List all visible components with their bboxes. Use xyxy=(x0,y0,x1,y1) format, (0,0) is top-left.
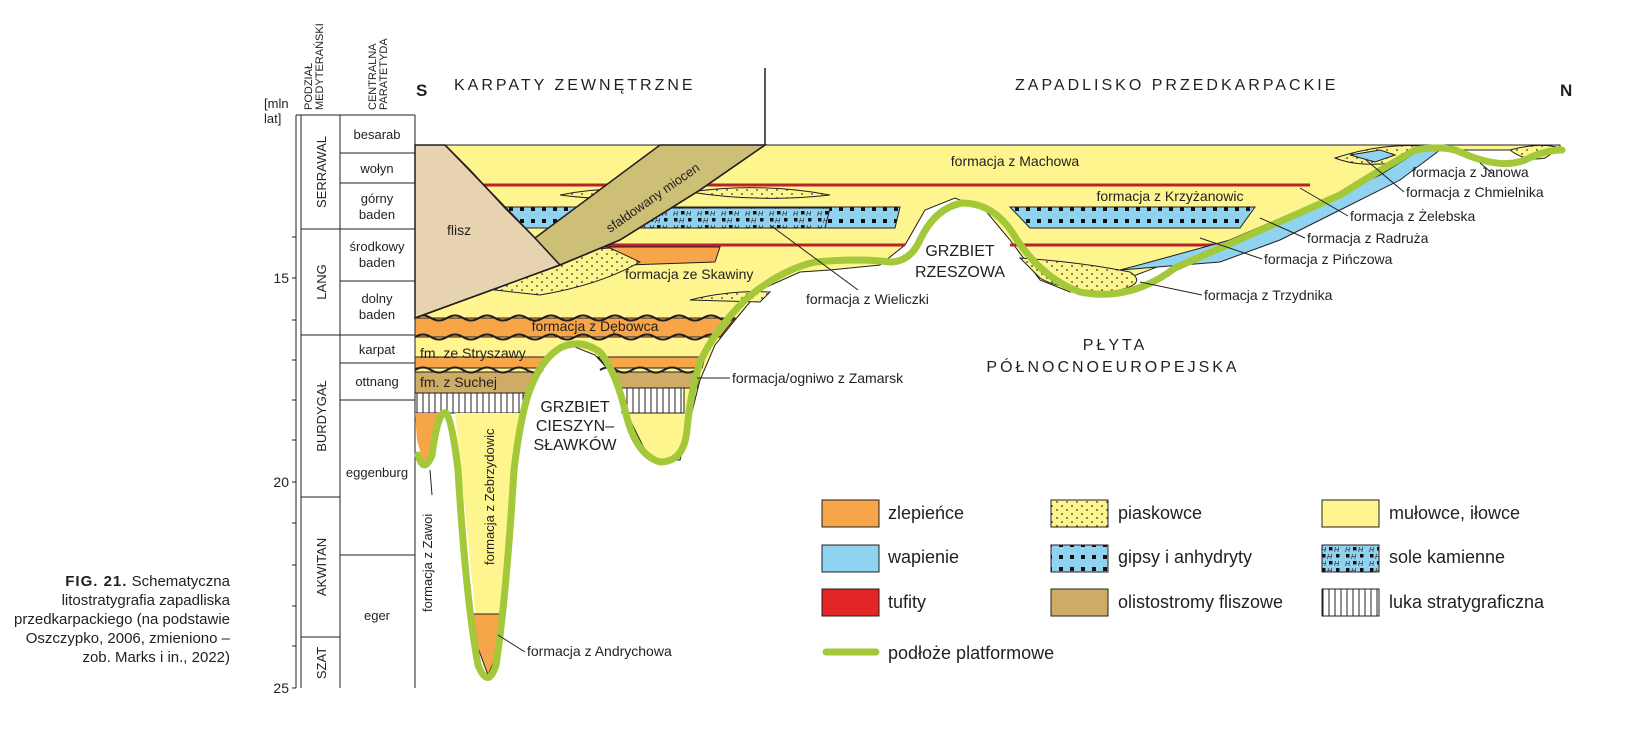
label-machow: formacja z Machowa xyxy=(951,153,1080,169)
label-pinczow: formacja z Pińczowa xyxy=(1264,251,1393,267)
stage-gorny-baden-text: górny xyxy=(361,191,394,206)
time-scale xyxy=(292,115,415,688)
header-mediterranean-line-2: MEDYTERAŃSKI xyxy=(313,23,326,110)
heading-foredeep: ZAPADLISKO PRZEDKARPACKIE xyxy=(1015,77,1338,94)
label-zebrzydowice: formacja z Zebrzydowic xyxy=(482,428,497,565)
label-debowiec: formacja z Dębowca xyxy=(532,318,659,334)
stage-srodkowy-baden-text: środkowy xyxy=(350,239,405,254)
label-sucha: fm. z Suchej xyxy=(420,374,497,390)
stage-burdygal: BURDYGAŁ xyxy=(314,380,329,452)
stage-karpat: karpat xyxy=(359,342,396,357)
rzeszow-line-1: GRZBIET xyxy=(925,243,995,260)
label-trzydnik: formacja z Trzydnika xyxy=(1204,287,1333,303)
stage-besarab: besarab xyxy=(354,127,401,142)
figure-caption: FIG. 21. Schematyczna litostratygrafia z… xyxy=(4,572,230,667)
label-skawina: formacja ze Skawiny xyxy=(625,266,753,282)
axis-unit-line-2: lat] xyxy=(264,111,281,126)
label-zelebska: formacja z Żelebska xyxy=(1350,207,1475,224)
conglomerate-zamarsk xyxy=(598,357,705,368)
cieszyn-line-1: GRZBIET xyxy=(540,399,610,416)
stage-akwitan: AKWITAN xyxy=(314,538,329,596)
legend-swatch-mudstones xyxy=(1322,500,1379,527)
label-rzeszow-ridge: GRZBIET RZESZOWA xyxy=(915,243,1005,281)
label-stryszawa: fm. ze Stryszawy xyxy=(420,345,526,361)
heading-outer-carpathians: KARPATY ZEWNĘTRZNE xyxy=(454,77,696,94)
rzeszow-line-2: RZESZOWA xyxy=(915,264,1005,281)
legend-label-sandstones: piaskowce xyxy=(1118,503,1202,523)
stage-serrawal: SERRAWAL xyxy=(314,136,329,208)
cieszyn-line-3: SŁAWKÓW xyxy=(534,435,618,454)
header-paratethys-line-2: PARATETYDA xyxy=(378,38,390,110)
cieszyn-line-2: CIESZYN– xyxy=(536,418,614,435)
legend-label-limestones: wapienie xyxy=(887,547,959,567)
legend-label-mudstones: mułowce, iłowce xyxy=(1389,503,1520,523)
hiatus-west xyxy=(415,393,523,413)
legend-swatch-gypsum xyxy=(1051,545,1108,572)
sgb-line-2: baden xyxy=(359,207,395,222)
stage-szat: SZAT xyxy=(314,647,329,679)
legend: zlepieńce wapienie tufity piaskowce gips… xyxy=(822,500,1545,663)
legend-swatch-rock-salt xyxy=(1322,545,1379,572)
ssb-line-2: baden xyxy=(359,255,395,270)
figure-number: FIG. 21. xyxy=(65,573,127,590)
tick-label-20: 20 xyxy=(273,474,289,490)
label-zamarsk: formacja/ogniwo z Zamarsk xyxy=(732,370,904,386)
header-paratethys: CENTRALNAPARATETYDA xyxy=(367,38,390,110)
stage-eger: eger xyxy=(364,608,391,623)
legend-swatch-limestones xyxy=(822,545,879,572)
legend-swatch-tuffites xyxy=(822,589,879,616)
legend-swatch-olistostromes xyxy=(1051,589,1108,616)
legend-label-olistostromes: olistostromy fliszowe xyxy=(1118,592,1283,612)
legend-label-gypsum: gipsy i anhydryty xyxy=(1118,547,1252,567)
label-zawoja: formacja z Zawoi xyxy=(420,514,435,612)
label-wieliczka: formacja z Wieliczki xyxy=(806,291,929,307)
mediterranean-stage-labels: SERRAWAL LANG BURDYGAŁ AKWITAN SZAT xyxy=(314,136,329,679)
heading-north: N xyxy=(1560,81,1572,100)
legend-label-rock-salt: sole kamienne xyxy=(1389,547,1505,567)
axis-unit: [mln xyxy=(264,96,289,111)
label-raduza: formacja z Radruża xyxy=(1307,230,1429,246)
legend-swatch-sandstones xyxy=(1051,500,1108,527)
label-krzyzanowice: formacja z Krzyżanowic xyxy=(1096,188,1243,204)
tick-label-15: 15 xyxy=(273,270,289,286)
hiatus-east xyxy=(622,388,684,413)
platform-line-2: PÓŁNOCNOEUROPEJSKA xyxy=(986,357,1239,376)
legend-label-basement: podłoże platformowe xyxy=(888,643,1054,663)
label-flysch: flisz xyxy=(447,222,471,238)
stage-lang: LANG xyxy=(314,264,329,299)
stage-eggenburg: eggenburg xyxy=(346,465,408,480)
heading-platform: PŁYTA PÓŁNOCNOEUROPEJSKA xyxy=(986,337,1239,376)
stage-ottnang: ottnang xyxy=(355,374,398,389)
legend-swatch-hiatus xyxy=(1322,589,1379,616)
label-andrychow: formacja z Andrychowa xyxy=(527,643,672,659)
gypsum-band-east xyxy=(1010,207,1255,228)
stage-dolny-baden-text: dolny xyxy=(361,291,393,306)
legend-label-hiatus: luka stratygraficzna xyxy=(1389,592,1545,612)
sdb-line-2: baden xyxy=(359,307,395,322)
legend-label-conglomerates: zlepieńce xyxy=(888,503,964,523)
label-janow: formacja z Janowa xyxy=(1412,164,1529,180)
platform-line-1: PŁYTA xyxy=(1083,337,1148,354)
legend-label-tuffites: tufity xyxy=(888,592,926,612)
tick-label-25: 25 xyxy=(273,680,289,696)
stage-wolyn: wołyn xyxy=(359,161,393,176)
heading-south: S xyxy=(416,81,427,100)
label-chmielnik: formacja z Chmielnika xyxy=(1406,184,1544,200)
header-mediterranean: PODZIAŁMEDYTERAŃSKI xyxy=(303,23,326,110)
legend-swatch-conglomerates xyxy=(822,500,879,527)
olistostrome-zamarsk xyxy=(610,372,700,388)
label-cieszyn-ridge: GRZBIET CIESZYN–SŁAWKÓW xyxy=(534,399,618,454)
